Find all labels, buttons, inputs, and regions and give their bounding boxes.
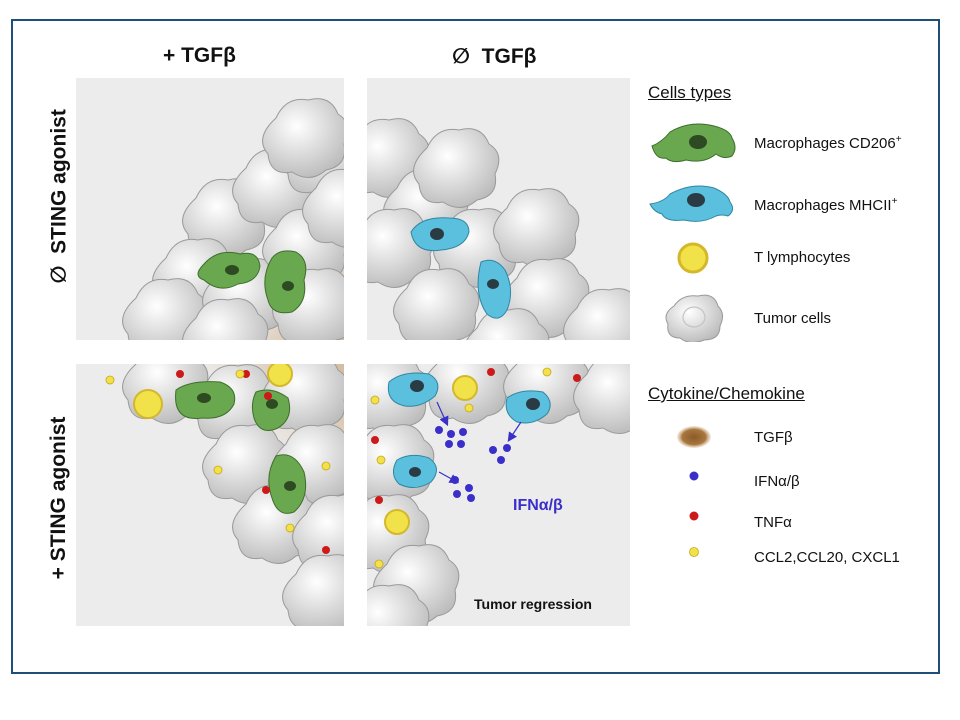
legend-cells-heading: Cells types: [648, 83, 732, 102]
ifn-annotation: IFNα/β: [513, 497, 563, 514]
panel-no-tgfb-no-sting: [367, 78, 630, 340]
panel-tgfb-no-sting: [76, 78, 344, 340]
legend-label-cd206-text: Macrophages CD206: [754, 135, 896, 152]
panel-tgfb-sting: [76, 364, 344, 626]
legend-label-cd206-sup: +: [895, 134, 902, 145]
column-header-no-tgfb: ∅ TGFβ: [452, 45, 537, 68]
row-header-with-sting: + STING agonist: [47, 416, 70, 580]
legend-label-mhcii: Macrophages MHCII+: [754, 196, 897, 214]
legend-label-ccl: CCL2,CCL20, CXCL1: [754, 549, 900, 566]
legend-label-tnf: TNFα: [754, 514, 792, 531]
panel-tgfb-sting-art: [76, 364, 344, 626]
blue-macrophage-icon: [649, 185, 734, 222]
panel-no-tgfb-sting: [367, 364, 630, 626]
legend-label-cd206: Macrophages CD206+: [754, 134, 902, 152]
legend-label-t-lymphocytes: T lymphocytes: [754, 249, 851, 266]
legend-cytokine-heading: Cytokine/Chemokine: [648, 384, 805, 403]
column-header-with-tgfb: + TGFβ: [163, 44, 236, 67]
legend-label-tgfb: TGFβ: [754, 429, 793, 446]
ifn-dot-icon: [689, 471, 699, 481]
ccl-dot-icon: [689, 547, 699, 557]
tumor-cell-icon: [665, 294, 724, 342]
panel-tgfb-no-sting-art: [97, 98, 344, 340]
tumor-regression-label: Tumor regression: [474, 596, 592, 612]
legend-label-tumor-cells: Tumor cells: [754, 310, 831, 327]
legend-label-mhcii-sup: +: [891, 196, 898, 207]
t-lymphocyte-icon: [677, 242, 709, 274]
tnf-dot-icon: [689, 511, 699, 521]
green-macrophage-icon: [651, 123, 736, 163]
legend-label-ifn: IFNα/β: [754, 473, 800, 490]
row-header-no-sting: ∅ STING agonist: [47, 109, 71, 284]
panel-no-tgfb-no-sting-art: [367, 118, 630, 340]
legend-label-mhcii-text: Macrophages MHCII: [754, 197, 892, 214]
panel-no-tgfb-sting-art: [367, 364, 630, 626]
tgfb-blob-icon: [677, 426, 711, 448]
